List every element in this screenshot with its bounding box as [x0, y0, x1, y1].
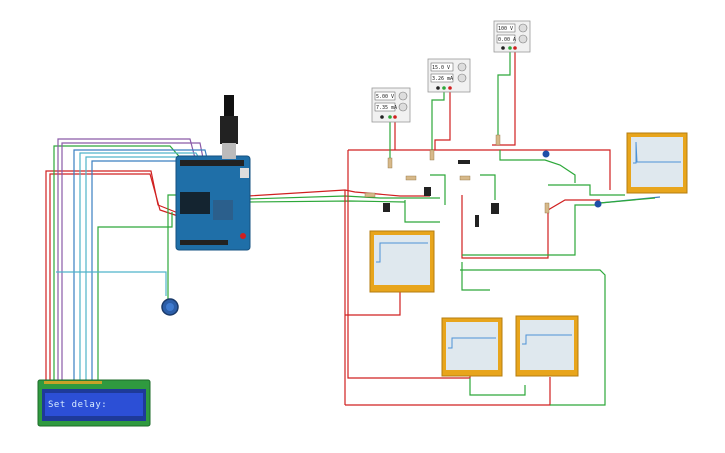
oscilloscope-3[interactable] [515, 315, 579, 377]
resistor-icon[interactable] [387, 157, 393, 169]
wire-lcd-1[interactable] [45, 170, 179, 380]
resistor-icon[interactable] [405, 175, 417, 181]
resistor-icon[interactable] [429, 149, 435, 161]
wire-ard-green2[interactable] [247, 200, 406, 203]
wire-green-a[interactable] [499, 150, 576, 183]
wire-ard-red[interactable] [247, 189, 430, 197]
psu1-current: 7.35 mA [376, 105, 397, 111]
resistor-icon[interactable] [495, 134, 501, 146]
wire-ard-green[interactable] [247, 195, 440, 200]
lcd-16x2-icon[interactable]: Set delay: [37, 379, 151, 427]
wire-lcd-6[interactable] [73, 149, 208, 380]
wire-psu3-red[interactable] [492, 48, 516, 146]
psu3-current: 0.00 A [498, 37, 516, 43]
usb-cable-icon [220, 95, 238, 159]
oscilloscope-4[interactable] [626, 132, 688, 194]
wire-green-right[interactable] [460, 269, 606, 406]
wire-green-b[interactable] [430, 174, 446, 205]
wire-pot[interactable] [167, 194, 178, 302]
wire-red-bot[interactable] [345, 377, 551, 406]
wire-lcd-9[interactable] [91, 160, 188, 380]
diode-icon[interactable] [475, 215, 479, 227]
wire-green-h[interactable] [462, 204, 598, 256]
resistor-icon[interactable] [459, 175, 471, 181]
psu2-current: 3.26 mA [432, 76, 453, 82]
wire-green-f[interactable] [469, 378, 526, 396]
wire-lcd-4[interactable] [57, 138, 196, 380]
wire-green-c[interactable] [404, 200, 440, 223]
wire-green-scope4[interactable] [599, 197, 656, 204]
transistor-icon[interactable] [383, 203, 390, 212]
oscilloscope-2[interactable] [441, 317, 503, 377]
wires [45, 48, 661, 406]
wire-green-e[interactable] [461, 262, 490, 291]
arduino-uno-icon[interactable] [175, 155, 251, 251]
transistor-icon[interactable] [491, 203, 499, 214]
diode-icon[interactable] [458, 160, 470, 164]
power-supply-2[interactable]: 15.0 V 3.26 mA [427, 58, 471, 93]
resistors [364, 134, 550, 214]
wire-red-mid[interactable] [461, 195, 600, 259]
oscilloscope-1[interactable] [369, 230, 435, 293]
wire-lcd-3[interactable] [53, 145, 185, 380]
resistor-icon[interactable] [544, 202, 550, 214]
transistor-icon[interactable] [424, 187, 431, 196]
oscilloscope-trace [633, 141, 681, 164]
wire-psu2-green[interactable] [431, 88, 445, 150]
wire-red-scope1[interactable] [345, 292, 401, 316]
wire-lcd-cyan[interactable] [56, 271, 167, 296]
oscilloscope-trace [376, 242, 428, 263]
psu2-voltage: 15.0 V [432, 65, 450, 71]
wire-psu3-green[interactable] [497, 48, 511, 145]
probe-node-icon[interactable] [594, 200, 602, 208]
potentiometer-icon[interactable] [161, 298, 179, 316]
wire-red-main[interactable] [347, 150, 470, 379]
lcd-header-pins [44, 381, 102, 384]
wire-lcd-10[interactable] [97, 212, 173, 380]
psu3-voltage: 100 V [498, 26, 513, 32]
probe-node-icon[interactable] [542, 150, 550, 158]
psu1-voltage: 5.00 V [376, 94, 394, 100]
power-supply-1[interactable]: 5.00 V 7.35 mA [371, 87, 411, 123]
resistor-icon[interactable] [364, 192, 376, 198]
wire-psu2-red[interactable] [434, 88, 451, 150]
oscilloscope-trace [448, 337, 496, 349]
semiconductors [383, 160, 499, 227]
wire-green-g[interactable] [548, 184, 625, 196]
wire-lcd-2[interactable] [49, 173, 179, 380]
lcd-text: Set delay: [48, 400, 107, 410]
wire-red-top[interactable] [348, 149, 611, 190]
power-supply-3[interactable]: 100 V 0.00 A [493, 20, 531, 53]
wire-green-d[interactable] [480, 174, 496, 200]
oscilloscope-trace [522, 334, 572, 345]
